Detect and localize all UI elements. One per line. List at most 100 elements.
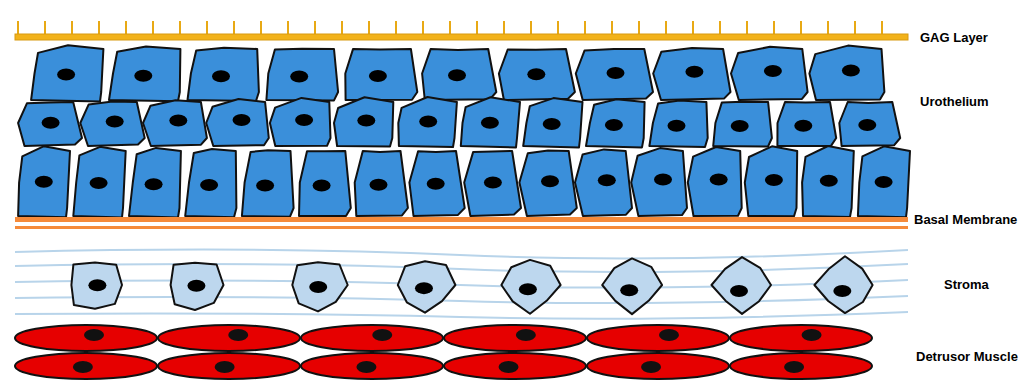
layer-label: Stroma xyxy=(944,277,989,293)
cell-nucleus xyxy=(228,329,248,341)
cell-nucleus xyxy=(620,284,638,296)
cell-nucleus xyxy=(659,329,679,341)
cell-nucleus xyxy=(419,116,437,128)
urothelial-cell xyxy=(464,151,521,216)
urothelial-cell xyxy=(688,147,742,216)
cell-nucleus xyxy=(543,118,561,130)
gag-band xyxy=(15,34,908,40)
stromal-cell xyxy=(712,257,772,314)
cell-nucleus xyxy=(607,67,625,79)
urothelial-cell xyxy=(631,148,687,216)
urothelial-cell xyxy=(461,97,520,147)
cell-nucleus xyxy=(858,119,876,131)
cell-nucleus xyxy=(605,119,623,131)
cell-nucleus xyxy=(200,179,218,191)
urothelial-cell xyxy=(713,102,772,147)
urothelial-cell xyxy=(519,151,576,216)
urothelial-cell xyxy=(523,98,582,147)
urothelial-cell xyxy=(206,99,269,146)
cell-nucleus xyxy=(765,174,783,186)
cell-nucleus xyxy=(685,66,703,78)
cell-nucleus xyxy=(357,115,375,127)
basal-membrane xyxy=(15,217,908,229)
muscle-cell xyxy=(730,353,872,379)
cell-nucleus xyxy=(415,282,433,294)
urothelial-cell xyxy=(745,146,797,216)
cell-nucleus xyxy=(833,285,851,297)
cell-nucleus xyxy=(215,361,235,373)
urothelial-cell xyxy=(18,146,70,217)
urothelial-cell xyxy=(270,98,331,146)
urothelial-cell xyxy=(398,97,457,147)
urothelial-cell xyxy=(802,146,854,217)
urothelial-cell xyxy=(499,49,575,100)
stromal-cell xyxy=(602,258,662,314)
muscle-cell xyxy=(587,353,729,379)
cell-nucleus xyxy=(370,179,388,191)
urothelial-cell xyxy=(409,151,464,216)
stromal-cell xyxy=(814,256,872,313)
cell-nucleus xyxy=(256,180,274,192)
cell-nucleus xyxy=(731,120,749,132)
cell-nucleus xyxy=(88,279,106,291)
membrane-line xyxy=(15,217,908,222)
cell-nucleus xyxy=(802,329,822,341)
muscle-cell xyxy=(158,325,300,351)
cell-nucleus xyxy=(169,115,187,127)
urothelial-cell xyxy=(80,101,144,146)
cell-nucleus xyxy=(106,116,124,128)
muscle-cell xyxy=(158,353,300,379)
urothelium-layer xyxy=(18,45,910,217)
urothelial-cell xyxy=(586,99,645,147)
stromal-cell xyxy=(398,261,456,313)
urothelial-cell xyxy=(809,46,884,100)
cell-nucleus xyxy=(145,178,163,190)
urothelial-cell xyxy=(31,45,103,101)
cell-nucleus xyxy=(481,117,499,129)
cell-nucleus xyxy=(730,285,748,297)
stroma-fiber xyxy=(15,312,908,319)
detrusor-layer xyxy=(15,325,872,379)
urothelial-cell xyxy=(653,48,730,100)
stroma-fiber xyxy=(15,264,908,272)
stromal-cell xyxy=(171,263,224,310)
urothelial-cell xyxy=(345,49,417,100)
urothelial-cell xyxy=(575,149,632,216)
cell-nucleus xyxy=(654,174,672,186)
cell-nucleus xyxy=(73,361,93,373)
urothelial-cell xyxy=(649,101,707,148)
muscle-cell xyxy=(15,325,157,351)
muscle-cell xyxy=(730,325,872,351)
urothelial-cell xyxy=(576,49,653,100)
cell-nucleus xyxy=(784,361,804,373)
cell-nucleus xyxy=(448,69,466,81)
urothelial-cell xyxy=(242,150,294,216)
membrane-line xyxy=(15,226,908,229)
cell-nucleus xyxy=(290,71,308,83)
cell-nucleus xyxy=(598,174,616,186)
urothelial-cell xyxy=(422,49,496,100)
stroma-fiber xyxy=(15,280,908,288)
stromal-cell xyxy=(292,262,347,311)
urothelial-cell xyxy=(266,49,338,101)
cell-nucleus xyxy=(369,70,387,82)
urothelial-cell xyxy=(858,146,910,217)
cell-nucleus xyxy=(372,329,392,341)
urothelial-cell xyxy=(334,97,393,146)
cell-nucleus xyxy=(541,175,559,187)
muscle-cell xyxy=(587,325,729,351)
urothelial-cell xyxy=(129,148,181,218)
cell-nucleus xyxy=(519,283,537,295)
urothelial-cell xyxy=(299,151,351,216)
cell-nucleus xyxy=(35,176,53,188)
cell-nucleus xyxy=(212,70,230,82)
cell-nucleus xyxy=(641,361,661,373)
cell-nucleus xyxy=(84,329,104,341)
urothelial-cell xyxy=(777,102,836,146)
urothelial-cell xyxy=(73,147,125,218)
cell-nucleus xyxy=(875,176,893,188)
cell-nucleus xyxy=(668,120,686,132)
cell-nucleus xyxy=(309,281,327,293)
gag-layer xyxy=(15,21,908,40)
urothelial-cell xyxy=(185,149,236,217)
